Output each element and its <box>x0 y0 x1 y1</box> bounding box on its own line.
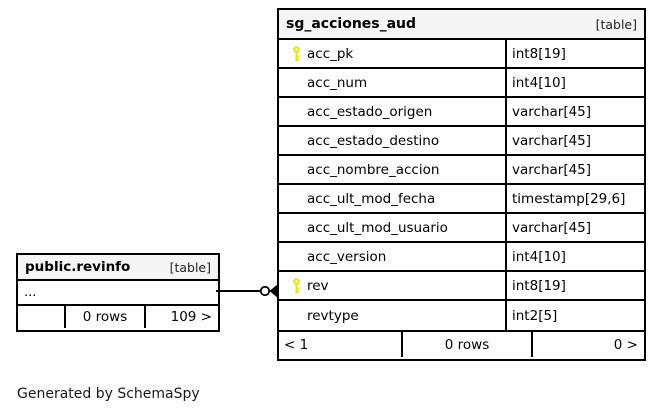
footer-children-count[interactable]: 109 > <box>144 306 218 328</box>
table-title: sg_acciones_aud <box>286 16 417 32</box>
key-icon-placeholder <box>285 98 307 125</box>
key-icon-placeholder <box>285 69 307 96</box>
key-icon-placeholder <box>285 301 307 330</box>
column-type: int8[19] <box>505 272 644 299</box>
column-name-cell: acc_estado_destino <box>279 127 505 154</box>
key-icon-placeholder <box>285 127 307 154</box>
footer-parents-count[interactable]: < 1 <box>284 336 309 353</box>
table-header-public-revinfo: public.revinfo [table] <box>18 255 218 281</box>
primary-key-icon <box>285 40 307 67</box>
column-name: acc_nombre_accion <box>307 161 440 178</box>
table-row[interactable]: acc_ult_mod_fecha timestamp[29,6] <box>279 185 644 214</box>
table-footer-public-revinfo: 0 rows 109 > <box>18 304 218 328</box>
column-name-cell: acc_num <box>279 69 505 96</box>
table-title: public.revinfo <box>25 259 131 275</box>
table-row[interactable]: rev int8[19] <box>279 272 644 301</box>
column-name-cell: acc_ult_mod_usuario <box>279 214 505 241</box>
relationship-connector <box>216 279 280 303</box>
column-type: int2[5] <box>505 301 644 330</box>
footer-row-count: 0 rows <box>64 306 144 328</box>
key-icon-placeholder <box>285 185 307 212</box>
table-sg-acciones-aud[interactable]: sg_acciones_aud [table] acc_pk int8[19] <box>277 8 646 361</box>
table-kind-label: [table] <box>169 259 211 275</box>
column-name-cell: acc_nombre_accion <box>279 156 505 183</box>
column-name-cell: acc_estado_origen <box>279 98 505 125</box>
table-row[interactable]: revtype int2[5] <box>279 301 644 330</box>
footer-children-count[interactable]: 0 > <box>531 332 644 357</box>
table-header-sg-acciones-aud: sg_acciones_aud [table] <box>279 10 644 40</box>
column-name: acc_ult_mod_fecha <box>307 190 436 207</box>
column-name: acc_version <box>307 248 387 265</box>
table-public-revinfo[interactable]: public.revinfo [table] ... 0 rows 109 > <box>16 253 220 332</box>
table-row[interactable]: acc_ult_mod_usuario varchar[45] <box>279 214 644 243</box>
column-type: varchar[45] <box>505 214 644 241</box>
table-row[interactable]: acc_version int4[10] <box>279 243 644 272</box>
table-row[interactable]: acc_estado_destino varchar[45] <box>279 127 644 156</box>
key-icon-placeholder <box>285 243 307 270</box>
column-name-cell: acc_ult_mod_fecha <box>279 185 505 212</box>
column-type: int8[19] <box>505 40 644 67</box>
table-row[interactable]: acc_num int4[10] <box>279 69 644 98</box>
column-name-cell: acc_version <box>279 243 505 270</box>
column-name: acc_num <box>307 74 368 91</box>
table-footer-sg-acciones-aud: < 1 0 rows 0 > <box>279 330 644 357</box>
column-type: int4[10] <box>505 243 644 270</box>
key-icon-placeholder <box>285 156 307 183</box>
column-name: acc_ult_mod_usuario <box>307 219 448 236</box>
footer-parents-count[interactable] <box>18 306 64 328</box>
column-ellipsis: ... <box>24 285 37 300</box>
column-list: acc_pk int8[19] acc_num int4[10] acc_est… <box>279 40 644 330</box>
column-list: ... <box>18 281 218 304</box>
column-name: acc_estado_destino <box>307 132 440 149</box>
table-row[interactable]: acc_pk int8[19] <box>279 40 644 69</box>
table-row[interactable]: acc_estado_origen varchar[45] <box>279 98 644 127</box>
column-name-cell: rev <box>279 272 505 299</box>
column-name-cell: acc_pk <box>279 40 505 67</box>
column-type: varchar[45] <box>505 156 644 183</box>
key-icon-placeholder <box>285 214 307 241</box>
column-name: acc_pk <box>307 45 354 62</box>
column-type: timestamp[29,6] <box>505 185 644 212</box>
column-name-cell: revtype <box>279 301 505 330</box>
primary-key-icon <box>285 272 307 299</box>
column-type: int4[10] <box>505 69 644 96</box>
column-type: varchar[45] <box>505 127 644 154</box>
column-name: revtype <box>307 307 359 324</box>
generated-by-caption: Generated by SchemaSpy <box>17 386 200 402</box>
table-row[interactable]: ... <box>18 281 218 304</box>
column-name: rev <box>307 277 329 294</box>
table-kind-label: [table] <box>595 16 637 32</box>
column-name: acc_estado_origen <box>307 103 433 120</box>
table-row[interactable]: acc_nombre_accion varchar[45] <box>279 156 644 185</box>
column-type: varchar[45] <box>505 98 644 125</box>
footer-row-count: 0 rows <box>401 332 531 357</box>
